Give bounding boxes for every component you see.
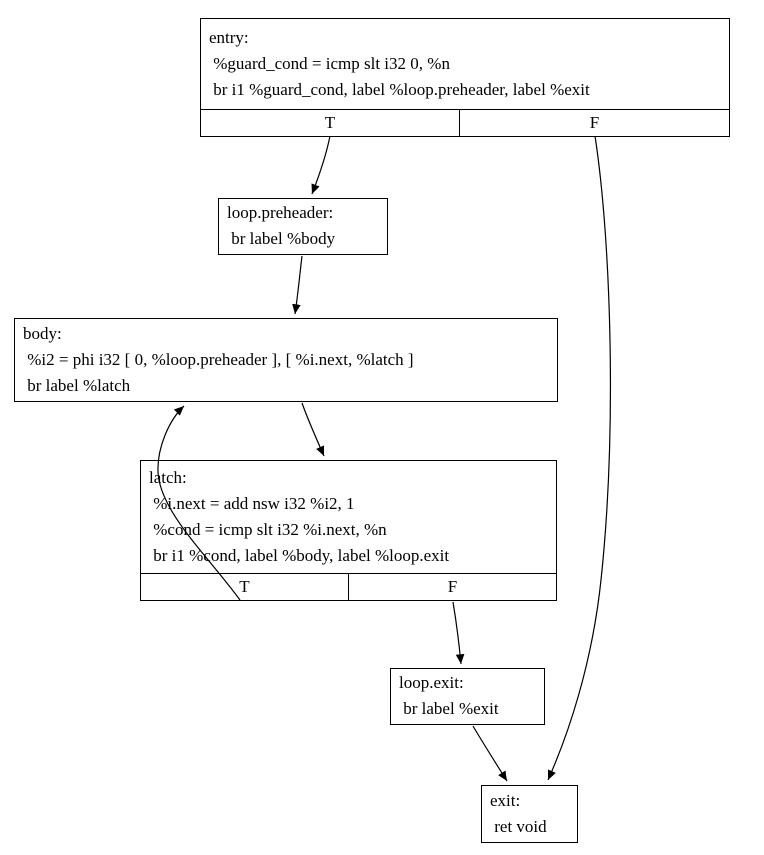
node-loop-preheader-instruction: br label %body [227, 229, 336, 248]
edge-latch-false-to-loop-exit [452, 601, 465, 665]
node-loop-exit-text: loop.exit: br label %exit [391, 669, 544, 723]
node-latch-text: latch: %i.next = add nsw i32 %i2, 1 %con… [141, 461, 556, 573]
node-latch-ports: T F [141, 573, 556, 600]
edge-entry-false-to-exit [547, 135, 612, 781]
node-body-label: body: [23, 324, 62, 343]
entry-port-true: T [201, 110, 460, 136]
node-entry-text: entry: %guard_cond = icmp slt i32 0, %n … [201, 19, 729, 109]
edge-loop-exit-to-exit [472, 725, 508, 782]
edge-body-to-latch [301, 402, 325, 457]
node-entry: entry: %guard_cond = icmp slt i32 0, %n … [200, 18, 730, 137]
entry-port-false: F [589, 113, 600, 132]
node-entry-instruction: br i1 %guard_cond, label %loop.preheader… [209, 80, 590, 99]
node-latch-instruction: %cond = icmp slt i32 %i.next, %n [149, 520, 387, 539]
node-entry-ports: T F [201, 109, 729, 136]
node-exit: exit: ret void [481, 785, 578, 843]
node-body-instruction: %i2 = phi i32 [ 0, %loop.preheader ], [ … [23, 350, 414, 369]
node-body-instruction: br label %latch [23, 376, 131, 395]
node-loop-preheader-text: loop.preheader: br label %body [219, 199, 387, 253]
edge-entry-true-to-loop-preheader [311, 135, 331, 195]
node-loop-preheader-label: loop.preheader: [227, 203, 334, 222]
node-loop-exit: loop.exit: br label %exit [390, 668, 545, 725]
node-latch-instruction: br i1 %cond, label %body, label %loop.ex… [149, 546, 450, 565]
node-body-text: body: %i2 = phi i32 [ 0, %loop.preheader… [15, 319, 557, 401]
node-loop-preheader: loop.preheader: br label %body [218, 198, 388, 255]
node-latch-label: latch: [149, 468, 187, 487]
node-loop-exit-label: loop.exit: [399, 673, 464, 692]
node-exit-label: exit: [490, 791, 521, 810]
node-latch-instruction: %i.next = add nsw i32 %i2, 1 [149, 494, 355, 513]
node-body: body: %i2 = phi i32 [ 0, %loop.preheader… [14, 318, 558, 402]
latch-port-false: F [447, 577, 458, 596]
node-latch: latch: %i.next = add nsw i32 %i2, 1 %con… [140, 460, 557, 601]
node-exit-instruction: ret void [490, 817, 547, 836]
node-exit-text: exit: ret void [482, 786, 577, 842]
edge-loop-preheader-to-body [292, 255, 303, 315]
node-entry-label: entry: [209, 28, 249, 47]
node-entry-instruction: %guard_cond = icmp slt i32 0, %n [209, 54, 450, 73]
node-loop-exit-instruction: br label %exit [399, 699, 499, 718]
latch-port-true: T [141, 574, 349, 600]
